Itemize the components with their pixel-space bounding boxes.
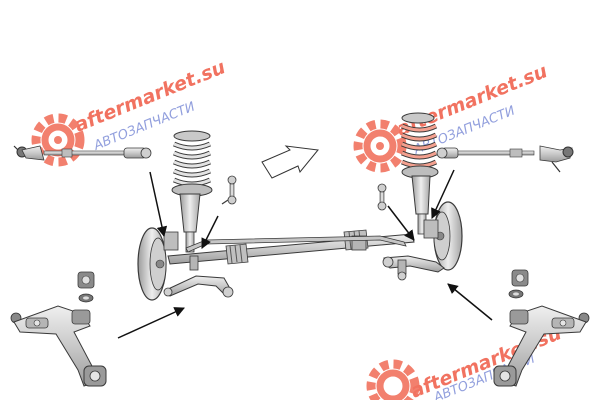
bushing-left	[77, 271, 95, 303]
strut-left	[179, 193, 201, 253]
lower-arm-center-left	[163, 255, 234, 298]
callout-arrow-left-arm	[117, 307, 185, 339]
tie-rod-right	[436, 145, 574, 173]
coil-spring-right	[400, 112, 439, 179]
callout-arrow-right-link	[387, 205, 415, 241]
lower-arm-center-right	[382, 255, 445, 281]
strut-right	[411, 175, 431, 235]
control-arm-right	[493, 305, 590, 387]
callout-arrow-left-tie-rod	[149, 171, 168, 238]
bushing-right	[508, 269, 529, 299]
brake-disc-left	[137, 227, 179, 301]
steering-rack	[167, 229, 415, 265]
callout-arrow-left-link	[201, 215, 219, 249]
callout-arrow-right-arm	[447, 283, 493, 321]
stabilizer-link-left	[221, 175, 237, 205]
brake-disc-right	[423, 201, 463, 271]
callout-arrows	[117, 169, 493, 339]
forward-arrow-icon	[261, 145, 319, 179]
control-arm-left	[10, 305, 107, 387]
rack-boot-left	[225, 243, 249, 265]
gear-icon	[353, 119, 407, 173]
gear-icon	[366, 359, 420, 400]
stabilizer-bar	[185, 235, 407, 253]
coil-spring-left	[171, 130, 213, 197]
callout-arrow-right-tie-rod	[431, 169, 455, 219]
stabilizer-link-right	[377, 183, 387, 211]
tie-rod-left	[13, 145, 152, 161]
